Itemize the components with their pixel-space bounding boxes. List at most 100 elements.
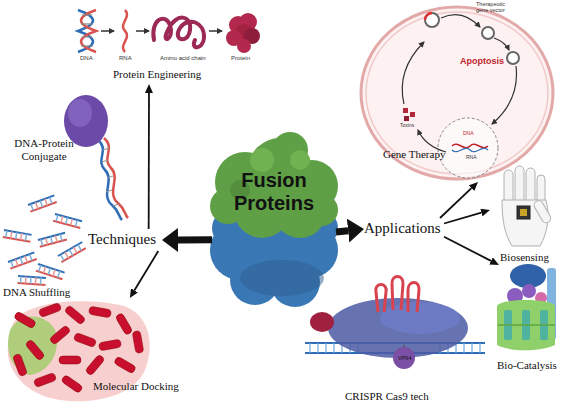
helix xyxy=(64,305,86,325)
dna-fragment xyxy=(28,195,57,211)
step-arrow xyxy=(136,30,149,32)
helix xyxy=(132,330,144,353)
biocatalysis-art xyxy=(497,264,556,350)
dna-fragment xyxy=(18,276,46,285)
fusion-protein-art xyxy=(210,132,338,307)
dna-squiggle xyxy=(452,148,488,151)
branch-heading: Techniques xyxy=(88,229,162,251)
application-item: Gene Therapy xyxy=(355,0,560,182)
enzyme-body xyxy=(497,300,555,350)
biosensing-art xyxy=(502,166,552,246)
thumb xyxy=(533,199,553,224)
node-label: Applications xyxy=(364,220,441,237)
part-label: Toxins xyxy=(400,123,414,129)
dna-strand xyxy=(104,138,128,218)
gene-vector xyxy=(482,27,494,39)
link-arrow xyxy=(134,251,158,290)
guide-rna xyxy=(408,283,419,313)
toxin xyxy=(410,112,415,117)
gene-vector xyxy=(507,52,519,64)
gene-vector xyxy=(425,13,439,27)
process-arrow xyxy=(402,42,424,104)
central-protein: Fusion Proteins xyxy=(212,145,336,303)
node-label: Biosensing xyxy=(500,251,549,264)
dna-rung xyxy=(113,204,119,206)
helix xyxy=(33,372,56,387)
technique-item: Protein Engineering xyxy=(65,4,265,84)
domain-highlight xyxy=(250,148,274,172)
cell-membrane xyxy=(361,7,553,179)
part-label: Amino acid chain xyxy=(160,55,206,62)
gene-insert xyxy=(425,13,432,20)
enzyme-band xyxy=(498,324,555,326)
application-item: Bio-Catalysis xyxy=(490,265,565,373)
application-item: Biosensing xyxy=(490,165,560,265)
dna-rung xyxy=(82,14,92,15)
dna-helix xyxy=(81,10,96,52)
helix xyxy=(88,306,111,318)
guide-rna xyxy=(392,277,403,311)
link-arrow xyxy=(148,93,150,229)
helix xyxy=(25,339,45,361)
node-label: Gene Therapy xyxy=(383,148,445,161)
step-arrow xyxy=(101,30,114,32)
dna-helix xyxy=(78,10,93,52)
dna-rung xyxy=(107,176,113,178)
protein-engineering-art xyxy=(78,10,260,53)
dna-fragment xyxy=(53,214,82,228)
protein-highlight xyxy=(68,99,92,127)
part-label: VP64 xyxy=(398,355,411,361)
branch-arrow xyxy=(336,231,348,232)
branch-arrow xyxy=(178,236,212,243)
node-label: DNA Shuffling xyxy=(3,286,70,299)
dna-rung xyxy=(81,23,93,24)
helix xyxy=(13,311,36,329)
dna-fragment xyxy=(58,242,86,262)
dna-fragment xyxy=(38,233,67,247)
green-domain xyxy=(210,132,338,238)
domain-highlight xyxy=(290,150,310,170)
part-label: RNA xyxy=(119,55,132,62)
amino-acid-chain xyxy=(153,18,204,48)
helix xyxy=(38,302,61,317)
part-label: Protein xyxy=(231,55,250,62)
crispr-art xyxy=(305,277,485,370)
process-arrow xyxy=(494,38,509,50)
node-label: Protein Engineering xyxy=(113,68,201,81)
toxin xyxy=(404,116,409,121)
domain-shade xyxy=(240,260,324,296)
sensor-chip xyxy=(517,206,530,219)
link-arrow xyxy=(444,213,481,224)
helix-group xyxy=(12,302,143,393)
dna-rung xyxy=(103,148,109,150)
sensor-core xyxy=(520,209,527,216)
guide-rna xyxy=(376,285,386,313)
vp64-domain xyxy=(393,347,415,369)
helix xyxy=(59,356,81,364)
step-arrow xyxy=(209,30,222,32)
helix xyxy=(85,354,105,376)
node-label: CRISPR Cas9 tech xyxy=(345,390,429,403)
process-arrow xyxy=(492,66,517,124)
link-arrow xyxy=(440,188,471,218)
dna-rung xyxy=(102,160,108,162)
dna-strand xyxy=(98,140,122,220)
rna-strand xyxy=(123,10,127,52)
helix xyxy=(98,339,121,351)
node-label: Fusion Proteins xyxy=(231,169,317,215)
technique-item: DNA Shuffling xyxy=(0,200,85,302)
technique-item: DNA-Protein Conjugate xyxy=(12,95,130,220)
helix xyxy=(49,325,71,345)
part-label: DNA xyxy=(80,55,93,62)
dna-fragment xyxy=(3,230,32,242)
part-label: Therapeutic gene vector xyxy=(476,1,512,14)
effector-blob xyxy=(310,312,334,332)
dna-fragment xyxy=(8,252,37,268)
node-label: DNA-Protein Conjugate xyxy=(12,137,76,162)
dna-shuffling-art xyxy=(3,195,86,285)
node-label: Molecular Docking xyxy=(93,380,179,393)
part-label: RNA xyxy=(466,155,477,161)
helix xyxy=(73,332,96,347)
part-label: Apoptosis xyxy=(460,56,504,66)
